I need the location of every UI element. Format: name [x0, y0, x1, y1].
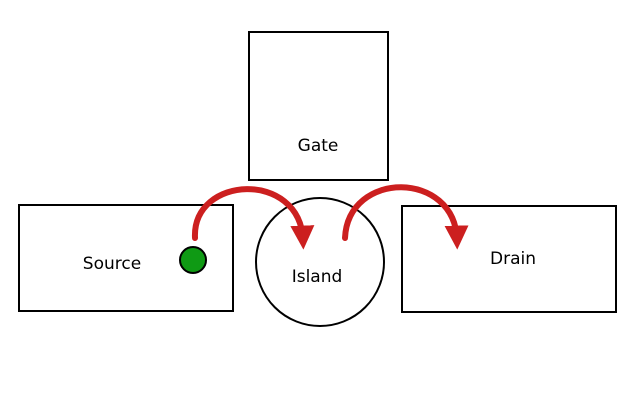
- gate-box: [248, 31, 389, 181]
- gate-node: Gate: [248, 31, 389, 181]
- electron-dot: [179, 246, 207, 274]
- island-circle: [255, 197, 385, 327]
- drain-label: Drain: [490, 249, 536, 269]
- drain-box: [401, 205, 617, 313]
- arrow-island-to-drain: [342, 184, 469, 250]
- gate-label: Gate: [298, 136, 339, 156]
- island-node: Island: [255, 197, 385, 327]
- island-label: Island: [292, 267, 343, 287]
- source-label: Source: [83, 254, 141, 274]
- drain-node: Drain: [401, 205, 617, 313]
- arrow-source-to-island: [191, 186, 315, 250]
